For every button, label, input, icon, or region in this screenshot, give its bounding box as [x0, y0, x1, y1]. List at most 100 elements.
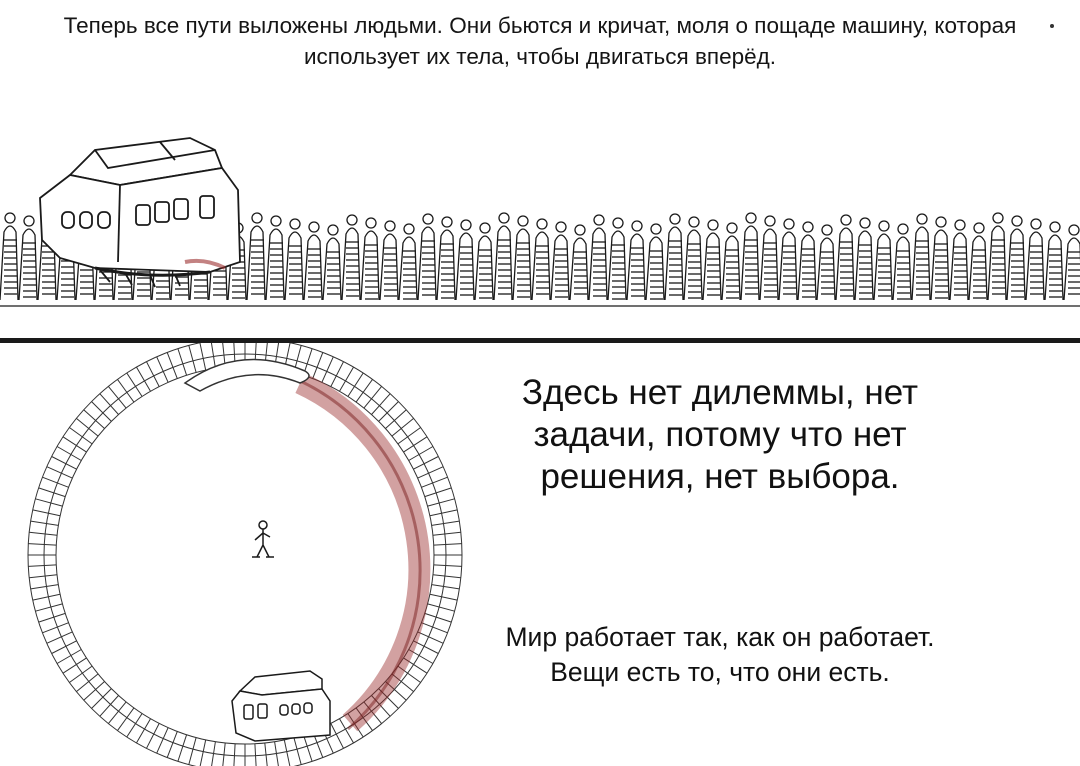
person-head: [346, 214, 358, 226]
person-head: [1030, 218, 1042, 230]
person-head: [897, 223, 909, 235]
small-quote-line-2: Вещи есть то, что они есть.: [550, 657, 890, 687]
person-head: [270, 215, 282, 227]
person-body-sketch: [759, 228, 779, 301]
person-head: [745, 212, 757, 224]
ring-body-stroke: [347, 713, 364, 738]
person-head: [422, 213, 434, 225]
person-head: [878, 220, 890, 232]
ring-body-stroke: [91, 688, 112, 709]
ring-body-stroke: [321, 356, 334, 383]
small-quote-line-1: Мир работает так, как он работает.: [505, 622, 935, 652]
ring-body-stroke: [397, 427, 421, 445]
ring-body-stroke: [424, 487, 452, 498]
ring-body-stroke: [432, 531, 461, 536]
ouroboros-track-illustration: [27, 343, 463, 766]
person-head: [555, 221, 567, 233]
person-body-sketch: [550, 234, 570, 301]
ring-body-stroke: [417, 466, 444, 479]
ring-body-stroke: [413, 640, 439, 654]
ring-body-stroke: [166, 352, 178, 379]
person-body-sketch: [797, 234, 817, 301]
ring-body-stroke: [46, 466, 73, 479]
person-body-sketch: [683, 229, 703, 301]
trolley-drawing: [39, 137, 241, 288]
ring-body-stroke: [432, 574, 461, 579]
person-head: [403, 223, 415, 235]
ring-body-stroke: [126, 372, 143, 397]
person-body-sketch: [474, 235, 494, 301]
person-body-sketch: [873, 233, 893, 301]
ring-body-stroke: [156, 356, 169, 383]
person-body-sketch: [1006, 228, 1026, 301]
person-head: [251, 212, 263, 224]
ring-body-stroke: [413, 456, 439, 470]
person-body-sketch: [645, 236, 665, 301]
person-body-sketch: [0, 225, 19, 301]
ring-body-stroke: [254, 743, 257, 766]
bottom-panel: [0, 343, 1080, 766]
person-body-sketch: [246, 225, 266, 301]
person-body-sketch: [930, 229, 950, 301]
person-body-sketch: [854, 230, 874, 301]
person-head: [517, 215, 529, 227]
ring-body-stroke: [385, 681, 407, 701]
ring-body-stroke: [156, 727, 169, 754]
person-body-sketch: [816, 237, 836, 301]
ring-body-stroke: [35, 603, 63, 612]
ring-body-stroke: [417, 631, 444, 644]
ring-body-stroke: [126, 713, 143, 738]
person-body-sketch: [569, 237, 589, 301]
ring-body-stroke: [83, 681, 105, 701]
person-head: [650, 223, 662, 235]
ring-body-stroke: [421, 622, 448, 634]
main-quote: Здесь нет дилеммы, нет задачи, потому чт…: [521, 373, 919, 496]
ring-body-stroke: [51, 640, 77, 654]
person-head: [4, 212, 16, 224]
ring-body-stroke: [177, 734, 188, 762]
ring-body-stroke: [146, 723, 160, 749]
ring-body-stroke: [199, 739, 207, 766]
person-body-sketch: [664, 226, 684, 301]
ring-body-stroke: [62, 657, 87, 674]
person-head: [821, 224, 833, 236]
ring-body-stroke: [222, 742, 226, 766]
ring-body-stroke: [177, 348, 188, 376]
ring-body-stroke: [431, 520, 460, 526]
person-body-sketch: [18, 228, 38, 301]
person-body-sketch: [911, 226, 931, 301]
ring-body-stroke: [28, 564, 57, 567]
ring-body-stroke: [433, 543, 462, 546]
trolley-on-people-illustration: [0, 137, 1080, 307]
person-body-sketch: [379, 233, 399, 301]
ring-body-stroke: [283, 739, 291, 766]
ring-body-stroke: [69, 665, 93, 683]
ring-body-stroke: [28, 543, 57, 546]
ring-body-stroke: [188, 737, 197, 765]
person-body-sketch: [284, 231, 304, 301]
ring-body-stroke: [108, 386, 127, 409]
ring-body-stroke: [424, 612, 452, 623]
ring-body-stroke: [210, 343, 216, 369]
person-head: [365, 217, 377, 229]
ring-body-stroke: [385, 409, 407, 429]
person-body-sketch: [1025, 231, 1045, 301]
ring-body-stroke: [429, 593, 458, 601]
ring-body-stroke: [355, 379, 373, 403]
person-head: [1011, 215, 1023, 227]
stray-dot: [1050, 24, 1054, 28]
ring-body-stroke: [29, 531, 58, 536]
ring-body-stroke: [199, 343, 207, 371]
person-body-sketch: [607, 230, 627, 301]
person-head: [612, 217, 624, 229]
ring-body-stroke: [378, 401, 399, 422]
ring-body-stroke: [330, 361, 344, 387]
ring-body-stroke: [30, 584, 59, 590]
person-head: [859, 217, 871, 229]
ring-body-stroke: [117, 379, 135, 403]
ring-body-stroke: [427, 603, 455, 612]
person-head: [631, 220, 643, 232]
person-head: [1049, 221, 1061, 233]
ring-body-stroke: [403, 436, 428, 453]
person-body-sketch: [493, 225, 513, 301]
